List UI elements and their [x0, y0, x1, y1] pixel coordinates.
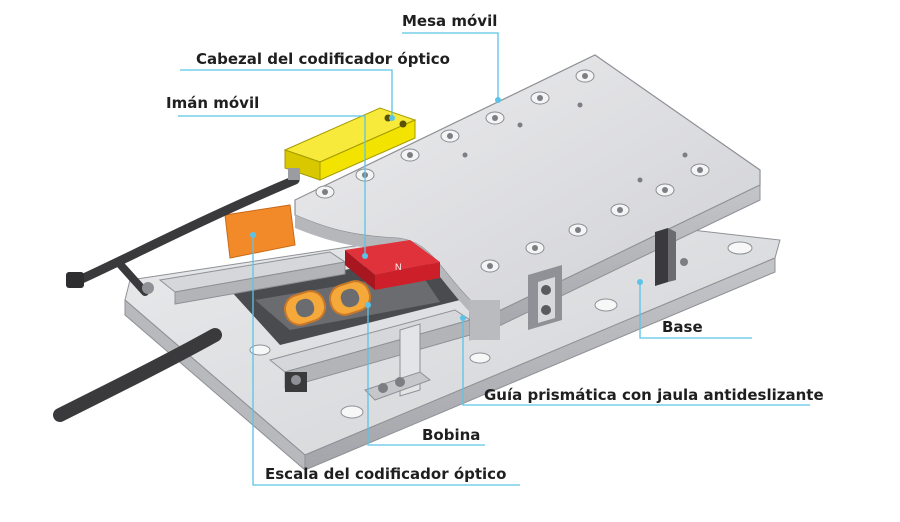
label-encoder-scale: Escala del codificador óptico	[265, 465, 507, 483]
coil	[283, 280, 372, 326]
carriage-bracket	[528, 265, 562, 330]
label-coil: Bobina	[422, 426, 481, 444]
leader-moving-magnet	[178, 115, 366, 256]
leader-moving-table	[402, 32, 499, 100]
label-moving-table: Mesa móvil	[402, 12, 498, 30]
leader-lines	[178, 32, 810, 486]
cables	[53, 175, 300, 422]
leader-base	[639, 282, 752, 339]
encoder-head	[283, 107, 417, 181]
label-cross-roller-guide: Guía prismática con jaula antideslizante	[484, 386, 824, 404]
leader-scale	[252, 235, 520, 486]
encoder-scale	[224, 204, 296, 259]
label-encoder-head: Cabezal del codificador óptico	[196, 50, 450, 68]
label-base: Base	[662, 318, 703, 336]
label-moving-magnet: Imán móvil	[166, 94, 260, 112]
leader-encoder-head	[180, 69, 393, 118]
magnet-marking: N	[395, 262, 402, 272]
front-clamp	[364, 323, 432, 401]
right-clamp	[655, 228, 688, 286]
moving-magnet: N	[345, 240, 440, 290]
leader-coil	[367, 305, 485, 446]
leader-guide	[462, 318, 810, 406]
leader-dots	[250, 97, 643, 321]
